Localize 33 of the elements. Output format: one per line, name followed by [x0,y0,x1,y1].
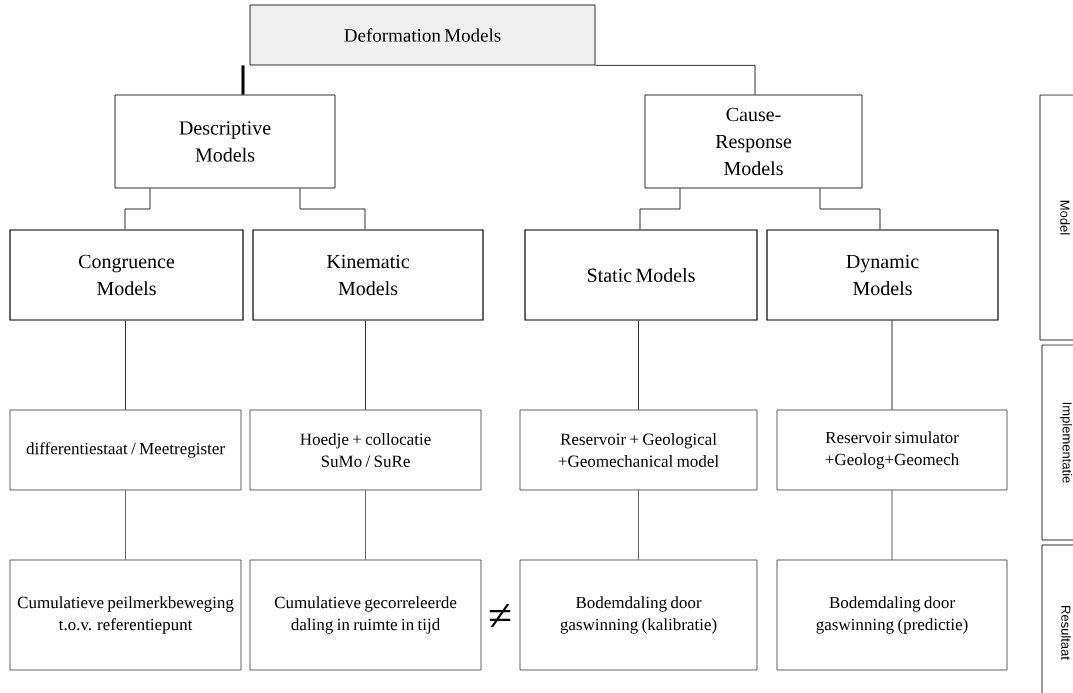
connector [125,490,126,560]
connector [124,188,151,230]
side-tab: Resultaat [1041,544,1073,693]
model-box: Dynamic Models [766,229,999,321]
connector [365,490,366,560]
connector [365,320,366,411]
connector [639,188,681,230]
model-box: Static Models [524,229,758,321]
text-box: Reservoir simulator +Geolog+Geomech [776,409,1008,491]
connector [638,490,639,560]
model-box: Congruence Models [9,229,244,321]
connector [241,65,245,95]
category-box: Descriptive Models [114,94,336,189]
connector [299,188,366,230]
not-equal-sign: ≠ [489,603,511,628]
root-box: Deformation Models [249,4,596,66]
text-box: Cumulatieve peilmerkbeweging t.o.v. referentiepunt [9,559,242,671]
side-tab: Model [1039,94,1073,341]
text-box: differentiestaat / Meetregister [9,409,242,491]
connector [595,65,756,95]
connector [638,320,639,411]
model-box: Kinematic Models [252,229,484,321]
text-box: Hoedje + collocatie SuMo / SuRe [249,409,482,491]
category-box: Cause-Response Models [644,94,863,189]
text-box: Reservoir + Geological +Geomechanical model [519,409,758,491]
connector [891,490,893,560]
text-box: Bodemdaling door gaswinning (predictie) [776,559,1008,671]
connector [819,188,881,230]
side-tab: Implementatie [1041,344,1073,541]
connector [891,320,893,411]
text-box: Bodemdaling door gaswinning (kalibratie) [519,559,758,671]
connector [125,320,126,411]
text-box: Cumulatieve gecorreleerde daling in ruimte in tijd [249,559,482,671]
